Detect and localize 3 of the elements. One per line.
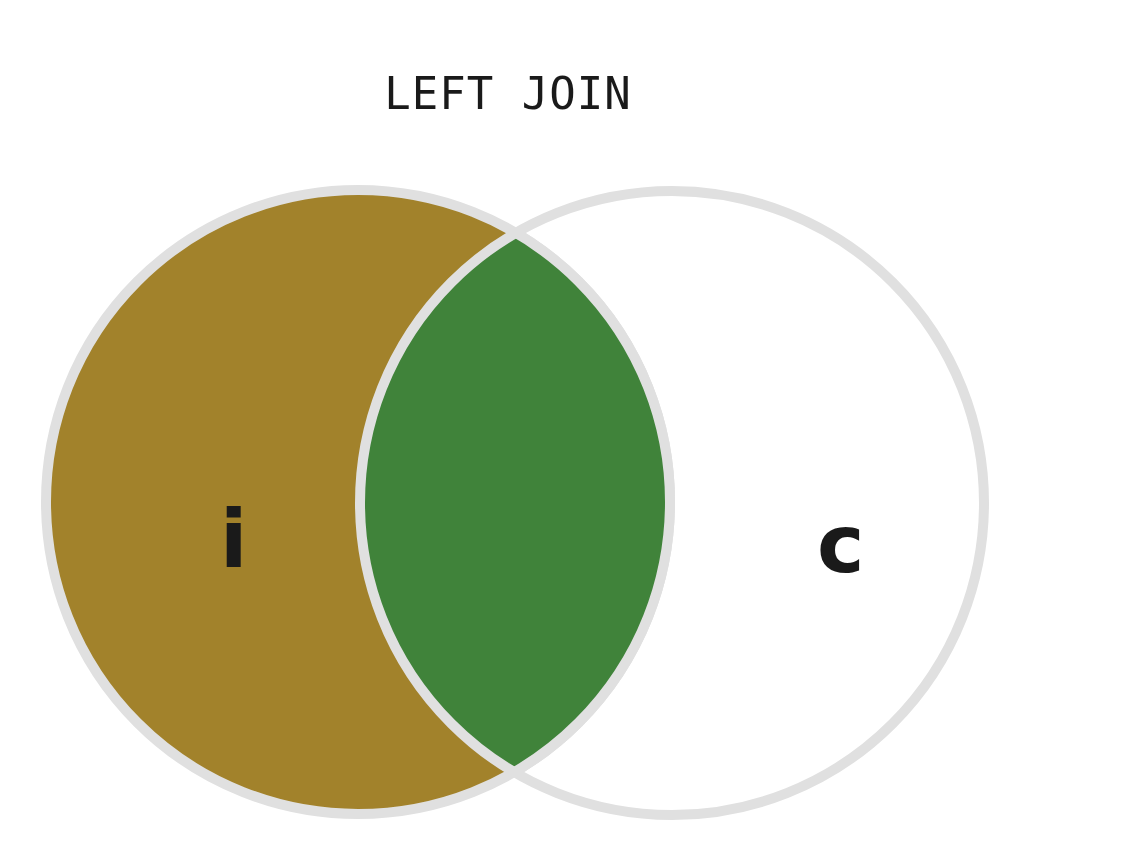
set-label: i bbox=[220, 500, 248, 580]
diagram-title: LEFT JOIN bbox=[383, 68, 633, 119]
set-label: c bbox=[817, 505, 865, 585]
